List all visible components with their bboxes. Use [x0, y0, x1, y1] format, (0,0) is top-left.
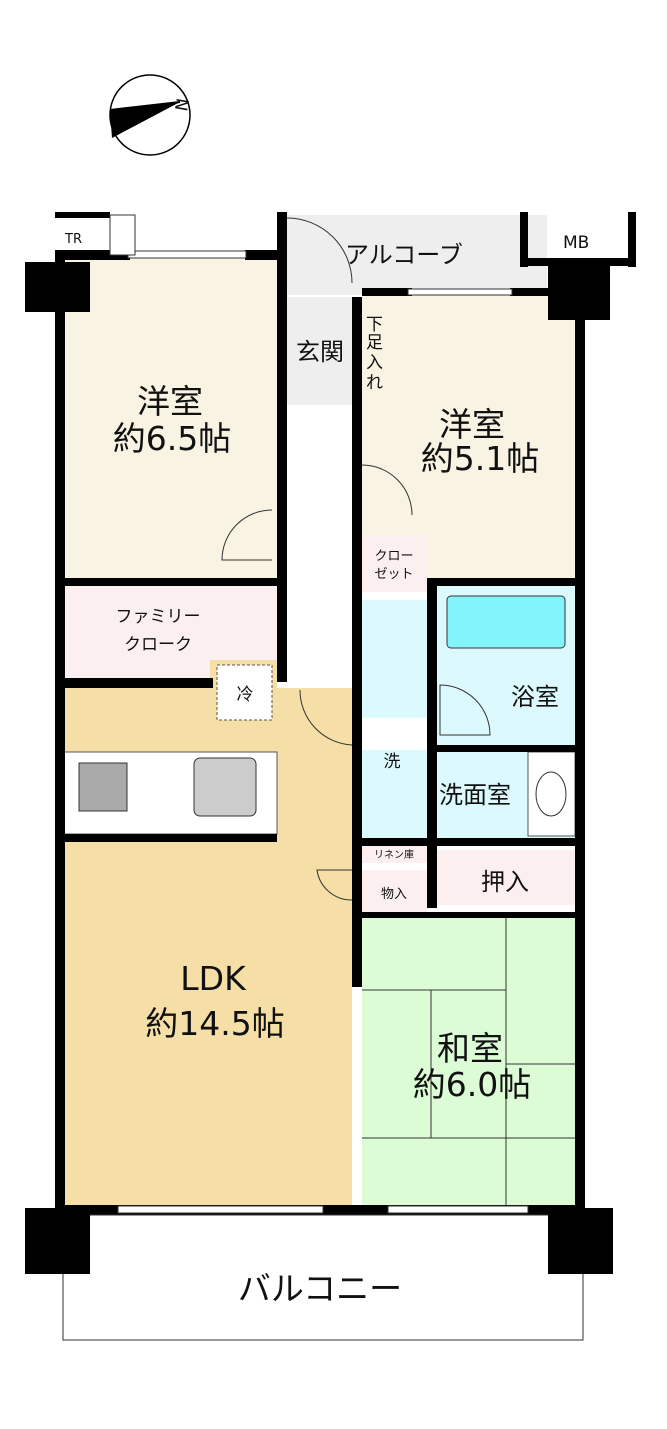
western-room-1-name: 洋室	[137, 382, 203, 421]
mb-label: MB	[563, 233, 589, 253]
washer-label: 洗	[384, 752, 401, 772]
fridge-space	[216, 664, 273, 721]
entrance	[287, 297, 352, 405]
closet-label-1: クロー	[374, 549, 413, 564]
storage-label: 物入	[381, 887, 407, 902]
oshiire-label: 押入	[481, 868, 529, 896]
alcove-label: アルコーブ	[345, 241, 463, 269]
ldk-size: 約14.5帖	[145, 1004, 284, 1043]
balcony-label: バルコニー	[238, 1269, 402, 1308]
bathtub	[446, 595, 566, 649]
western-room-1-size: 約6.5帖	[113, 419, 231, 458]
family-closet-label-2: クローク	[124, 635, 192, 655]
svg-text:れ: れ	[366, 373, 383, 393]
linen-label: リネン庫	[374, 848, 414, 861]
japanese-room-name: 和室	[437, 1029, 503, 1068]
shoe-storage-label: 下 足 入 れ	[366, 315, 383, 393]
svg-text:下: 下	[366, 315, 383, 335]
storage	[362, 870, 427, 912]
toilet	[362, 600, 427, 718]
north-label: N	[172, 97, 194, 113]
svg-text:足: 足	[366, 333, 383, 353]
western-room-2-name: 洋室	[439, 405, 505, 444]
japanese-room-size: 約6.0帖	[413, 1065, 531, 1104]
family-closet-label-1: ファミリー	[116, 607, 201, 627]
entrance-label: 玄関	[296, 338, 344, 366]
japanese-room	[362, 918, 575, 1208]
tr-box	[109, 214, 136, 256]
stove-icon	[78, 762, 128, 812]
closet	[362, 535, 427, 592]
ldk-name: LDK	[180, 959, 247, 998]
doors	[221, 217, 491, 901]
ldk	[63, 660, 352, 1208]
alcove	[287, 215, 547, 295]
washroom-label: 洗面室	[439, 781, 511, 809]
tr-label: TR	[64, 232, 82, 247]
sink-icon	[535, 771, 567, 817]
western-room-2	[362, 295, 575, 578]
oshiire	[437, 850, 575, 905]
tatami-lines	[362, 918, 575, 1208]
kitchen-sink-icon	[193, 757, 257, 817]
linen-storage	[362, 843, 427, 863]
closet-label-2: ゼット	[374, 567, 413, 582]
western-room-1	[63, 258, 277, 580]
svg-text:入: 入	[366, 353, 383, 373]
western-room-2-size: 約5.1帖	[421, 439, 539, 478]
windows	[117, 250, 529, 1214]
fridge-label: 冷	[237, 685, 254, 705]
bathroom-label: 浴室	[511, 683, 559, 711]
compass-icon: N	[109, 74, 194, 156]
